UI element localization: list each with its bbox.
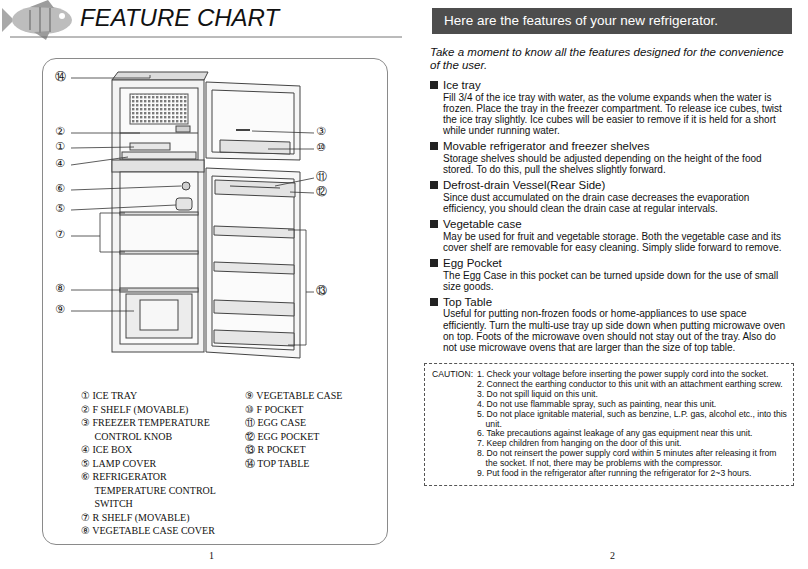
caution-item: 7. Keep children from hanging on the doo… <box>477 439 787 449</box>
feature-heading: Movable refrigerator and freezer shelves <box>430 140 792 153</box>
part-name: ④ ICE BOX <box>81 443 239 457</box>
callout-number: ⑬ <box>316 284 327 298</box>
feature-heading: Vegetable case <box>430 218 792 231</box>
caution-item: 9. Put food in the refrigerator after ru… <box>477 469 787 479</box>
callout-number: ⑧ <box>55 282 65 296</box>
part-name: ⑫ EGG POCKET <box>245 430 383 444</box>
feature-text: Storage shelves should be adjusted depen… <box>430 153 792 175</box>
part-name: ⑤ LAMP COVER <box>81 457 239 471</box>
page-number: 1 <box>209 550 214 561</box>
header-banner: Here are the features of your new refrig… <box>432 8 792 34</box>
feature-column: Take a moment to know all the features d… <box>430 46 792 353</box>
caution-item: 1. Check your voltage before inserting t… <box>477 370 787 380</box>
fish-icon <box>2 0 72 40</box>
callout-number: ⑫ <box>316 185 327 199</box>
feature-heading: Top Table <box>430 296 792 309</box>
part-name: ⑨ VEGETABLE CASE <box>245 389 383 403</box>
feature-heading: Defrost-drain Vessel(Rear Side) <box>430 179 792 192</box>
leader-lines <box>71 75 314 345</box>
callout-number: ④ <box>55 157 65 171</box>
callout-number: ⑦ <box>55 228 65 242</box>
callout-number: ③ <box>316 125 326 139</box>
feature-heading: Ice tray <box>430 79 792 92</box>
caution-item: 5. Do not place ignitable material, such… <box>477 410 787 430</box>
part-name: ⑬ R POCKET <box>245 443 383 457</box>
page-number: 2 <box>610 550 615 561</box>
part-name: ⑭ TOP TABLE <box>245 457 383 471</box>
part-name: ② F SHELF (MOVABLE) <box>81 403 239 417</box>
callout-number: ② <box>55 125 65 139</box>
caution-item: 4. Do not use flammable spray, such as p… <box>477 400 787 410</box>
callout-number: ① <box>55 140 65 154</box>
parts-list-column: ⑨ VEGETABLE CASE⑩ F POCKET⑪ EGG CASE⑫ EG… <box>245 389 383 470</box>
header-rule <box>10 37 402 38</box>
callout-number: ⑨ <box>55 303 65 317</box>
parts-list-column: ① ICE TRAY② F SHELF (MOVABLE)③ FREEZER T… <box>81 389 239 538</box>
figure-panel: ① ICE TRAY② F SHELF (MOVABLE)③ FREEZER T… <box>42 58 388 545</box>
caution-item: 6. Take precautions against leakage of a… <box>477 429 787 439</box>
callout-number: ⑪ <box>316 170 327 184</box>
callout-number: ⑭ <box>55 70 66 84</box>
feature-text: May be used for fruit and vegetable stor… <box>430 231 792 253</box>
intro-text: Take a moment to know all the features d… <box>430 46 792 72</box>
part-name: ⑪ EGG CASE <box>245 416 383 430</box>
caution-heading: CAUTION: <box>432 370 473 380</box>
part-name: ⑧ VEGETABLE CASE COVER <box>81 524 239 538</box>
page-title: FEATURE CHART <box>80 4 279 32</box>
feature-heading: Egg Pocket <box>430 257 792 270</box>
caution-item: 8. Do not reinsert the power supply cord… <box>477 449 787 469</box>
caution-item: 3. Do not spill liquid on this unit. <box>477 390 787 400</box>
feature-text: Since dust accumulated on the drain case… <box>430 192 792 214</box>
callout-number: ⑥ <box>55 182 65 196</box>
caution-box: CAUTION: 1. Check your voltage before ins… <box>424 363 794 486</box>
refrigerator-drawing <box>112 72 300 358</box>
feature-text: Fill 3/4 of the ice tray with water, as … <box>430 92 792 137</box>
feature-text: The Egg Case in this pocket can be turne… <box>430 270 792 292</box>
part-name: ⑥ REFRIGERATOR TEMPERATURE CONTROL SWITC… <box>81 470 239 511</box>
part-name: ⑩ F POCKET <box>245 403 383 417</box>
feature-text: Useful for putting non-frozen foods or h… <box>430 308 792 353</box>
caution-item: 2. Connect the earthing conductor to thi… <box>477 380 787 390</box>
caution-list: 1. Check your voltage before inserting t… <box>477 370 787 479</box>
callout-number: ⑤ <box>55 202 65 216</box>
banner-text: Here are the features of your new refrig… <box>444 13 718 28</box>
part-name: ① ICE TRAY <box>81 389 239 403</box>
part-name: ③ FREEZER TEMPERATURE CONTROL KNOB <box>81 416 239 443</box>
part-name: ⑦ R SHELF (MOVABLE) <box>81 511 239 525</box>
callout-number: ⑩ <box>316 141 326 155</box>
